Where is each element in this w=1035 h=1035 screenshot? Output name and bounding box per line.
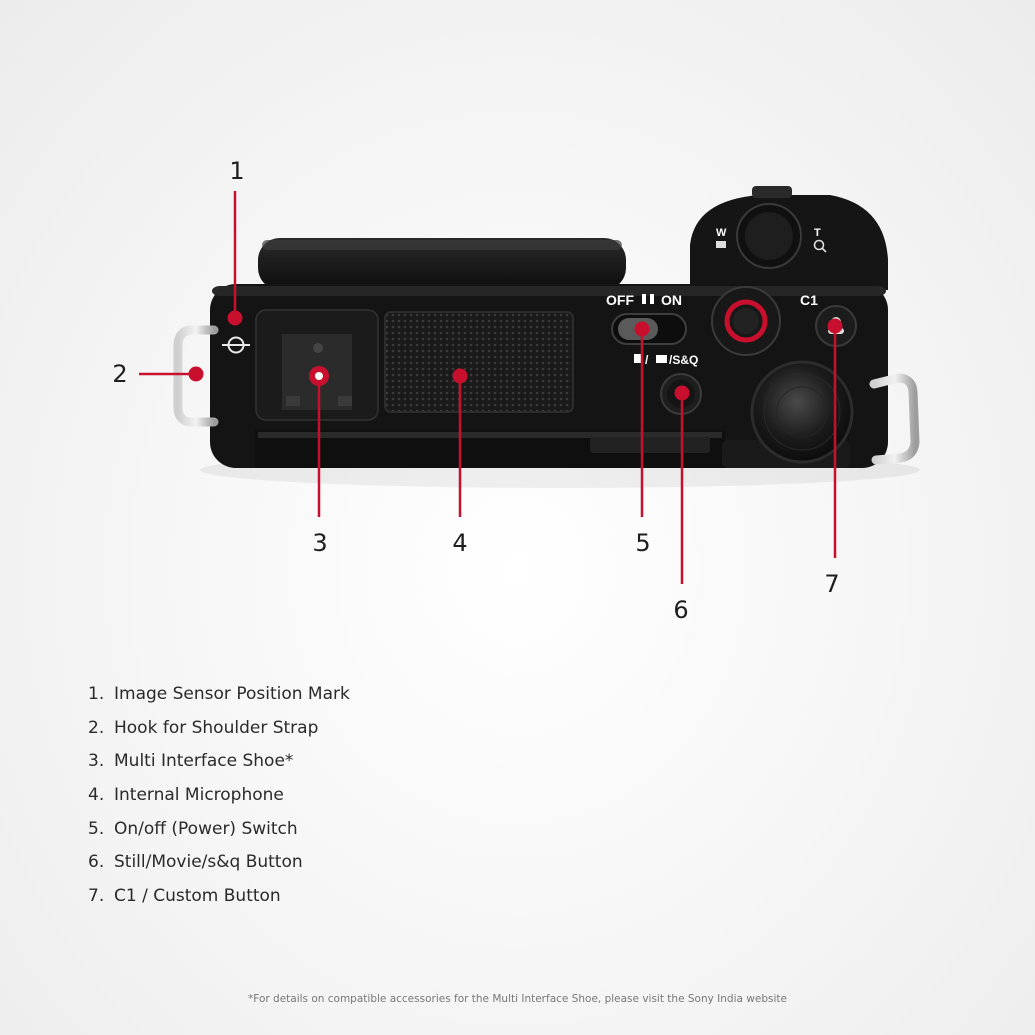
legend-item: 4.Internal Microphone xyxy=(88,785,284,806)
record-button[interactable] xyxy=(711,286,781,356)
legend-item: 3.Multi Interface Shoe* xyxy=(88,751,294,772)
legend-item: 2.Hook for Shoulder Strap xyxy=(88,717,319,738)
control-dial[interactable] xyxy=(750,360,854,464)
callout-dot-7 xyxy=(827,318,843,334)
callout-dot-2 xyxy=(188,366,204,382)
switch-on-label: ON xyxy=(661,292,682,308)
movie-icon xyxy=(656,355,667,363)
shutter-button[interactable] xyxy=(736,203,802,269)
left-strap-hook xyxy=(173,325,219,427)
callout-dot-1 xyxy=(227,310,243,326)
callout-number-7: 7 xyxy=(824,570,839,598)
callout-dot-3-center xyxy=(315,372,323,380)
svg-text:/S&Q: /S&Q xyxy=(669,353,698,367)
legend-item: 7.C1 / Custom Button xyxy=(88,886,281,907)
callout-lines xyxy=(139,191,837,584)
callout-number-2: 2 xyxy=(112,360,127,388)
callout-dots xyxy=(188,310,843,401)
zoom-t-label: T xyxy=(814,227,821,239)
zoom-w-icon xyxy=(716,241,726,248)
internal-microphone-grille xyxy=(384,311,574,413)
zoom-w-label: W xyxy=(716,227,727,239)
lens-barrel xyxy=(258,238,626,290)
image-sensor-mark xyxy=(222,336,250,354)
c1-label: C1 xyxy=(800,292,818,308)
callout-dot-6 xyxy=(674,385,690,401)
callout-number-6: 6 xyxy=(673,596,688,624)
callout-number-5: 5 xyxy=(635,529,650,557)
power-switch[interactable]: OFF ON xyxy=(606,292,687,345)
callout-number-4: 4 xyxy=(452,529,467,557)
mode-label: / /S&Q xyxy=(634,353,698,367)
still-icon xyxy=(634,354,643,363)
multi-interface-shoe xyxy=(255,309,379,421)
switch-off-label: OFF xyxy=(606,292,634,308)
callout-number-3: 3 xyxy=(312,529,327,557)
svg-text:/: / xyxy=(645,353,649,367)
camera-diagram: OFF ON / /S&Q W T C1 xyxy=(112,157,920,624)
callout-dot-5 xyxy=(634,321,650,337)
zoom-t-icon xyxy=(813,239,827,253)
legend-item: 6.Still/Movie/s&q Button xyxy=(88,852,303,873)
legend-item: 1.Image Sensor Position Mark xyxy=(88,684,350,704)
right-strap-hook xyxy=(869,373,920,465)
callout-number-1: 1 xyxy=(229,157,244,185)
callout-dot-4 xyxy=(452,368,468,384)
legend-item: 5.On/off (Power) Switch xyxy=(88,818,298,839)
footnote: *For details on compatible accessories f… xyxy=(248,993,787,1005)
legend-list: 1.Image Sensor Position Mark 2.Hook for … xyxy=(88,681,350,917)
